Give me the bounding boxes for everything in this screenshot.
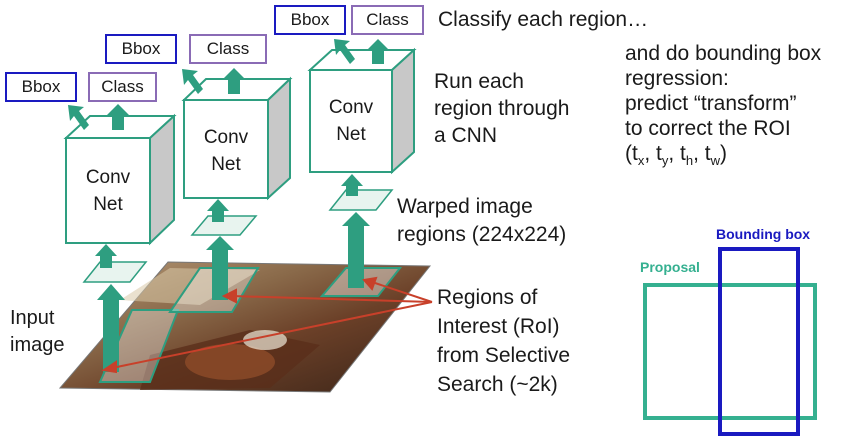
arrow-warped-to-cnn-3 [341,174,363,196]
run-cnn-line-2: region through [434,97,570,120]
arrow-image-to-warped-1 [97,284,125,372]
warped-line-2: regions (224x224) [397,223,567,246]
proposal-rect [643,283,817,420]
class-label-1: Class [101,77,144,96]
bbox-regression-line-1: and do bounding box [625,42,822,65]
bbox-label-1: Bbox [21,77,61,96]
convnet-1-line1: Conv [85,167,131,188]
run-cnn-line-3: a CNN [434,124,498,147]
bbox-label-3: Bbox [290,10,330,29]
convnet-cube-2 [181,76,293,201]
proposal-label: Proposal [640,259,700,275]
arrow-warped-to-cnn-2 [207,199,229,222]
class-box-2 [189,34,267,64]
convnet-cube-1 [63,113,177,246]
arrow-to-bbox-2 [182,69,203,94]
arrow-to-class-1 [106,104,130,130]
convnet-3-line2: Net [336,124,366,145]
class-label-2: Class [206,39,250,58]
arrow-image-to-warped-2 [206,236,234,300]
roi-text: Regions of Interest (RoI) from Selective… [437,283,570,399]
arrow-warped-to-cnn-1 [95,244,117,268]
run-cnn-text: Run each region through a CNN [434,68,569,149]
roi-arrow-3 [371,281,433,303]
bbox-label-2: Bbox [121,39,161,58]
convnet-2-line1: Conv [203,127,249,148]
bbox-regression-line-4: to correct the ROI [625,117,791,140]
class-label-3: Class [366,10,409,29]
bbox-box-1 [5,72,77,102]
bbox-box-2 [105,34,177,64]
class-box-1 [88,72,157,102]
convnet-3-line1: Conv [328,97,374,118]
convnet-1-line2: Net [93,194,123,215]
convnet-label-3: Conv Net [310,94,392,148]
arrow-to-bbox-3 [334,39,355,64]
bbox-regression-line-3: predict “transform” [625,92,797,115]
roi-arrow-2 [231,295,433,303]
classify-label: Classify each region… [438,8,649,31]
convnet-label-2: Conv Net [184,124,268,178]
convnet-cube-3 [307,47,417,175]
arrow-to-bbox-1 [68,105,89,130]
head-arrows [68,39,390,130]
transform-tuple: (tx, ty, th, tw) [625,142,727,169]
roi-arrow-1 [111,301,433,369]
input-line-1: Input [10,307,55,329]
bbox-regression-text: and do bounding box regression: predict … [625,41,821,173]
arrow-to-class-2 [222,68,246,94]
input-line-2: image [10,334,65,356]
bounding-box-label: Bounding box [716,226,811,242]
roi-line-2: Interest (RoI) [437,315,560,338]
class-box-3 [351,5,424,35]
warped-region-2 [190,215,258,236]
warped-line-1: Warped image [397,195,533,218]
roi-region-1 [98,309,180,383]
arrow-to-class-3 [366,39,390,64]
warped-region-1 [82,261,148,283]
roi-line-3: from Selective [437,344,571,367]
convnet-2-line2: Net [211,154,241,175]
bounding-box-rect [718,247,800,436]
roi-line-4: Search (~2k) [437,373,558,396]
roi-line-1: Regions of [437,286,538,309]
warped-text: Warped image regions (224x224) [397,193,566,249]
arrow-image-to-warped-3 [342,212,370,288]
bbox-regression-line-2: regression: [625,67,729,90]
warped-region-3 [328,189,394,211]
run-cnn-line-1: Run each [434,70,524,93]
up-arrows [95,174,370,372]
roi-arrows [101,276,433,374]
input-image-text: Input image [10,305,64,359]
bbox-box-3 [274,5,346,35]
convnet-label-1: Conv Net [66,164,150,218]
